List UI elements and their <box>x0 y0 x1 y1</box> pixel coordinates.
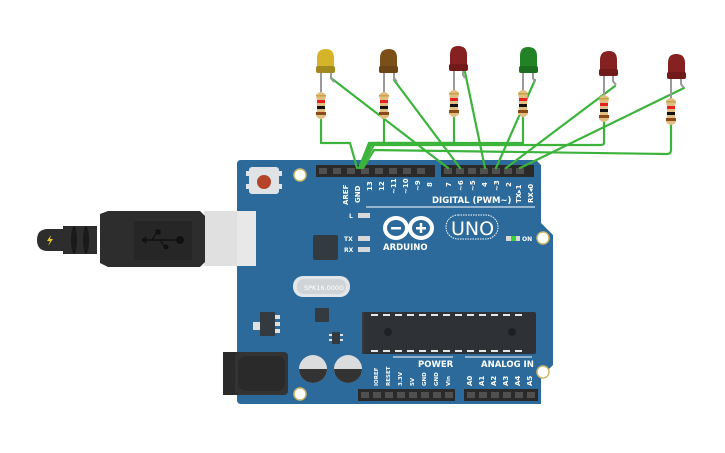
crystal-oscillator: SPK16.000G <box>293 276 350 297</box>
svg-text:SPK16.000G: SPK16.000G <box>304 284 344 292</box>
svg-text:A4: A4 <box>514 376 522 386</box>
small-chip <box>315 308 329 322</box>
pin-label: RX◂0 <box>527 184 535 203</box>
resistor[interactable] <box>599 95 609 122</box>
svg-text:3.3V: 3.3V <box>398 371 404 386</box>
wire-gnd <box>319 118 359 170</box>
led-red[interactable] <box>667 54 686 99</box>
lightning-icon <box>47 235 53 246</box>
mounting-hole <box>536 231 550 245</box>
svg-text:GND: GND <box>422 372 428 386</box>
wire-gnd <box>360 120 606 170</box>
svg-text:A2: A2 <box>490 376 498 386</box>
svg-text:A1: A1 <box>478 376 486 386</box>
wire-signal-pin-2 <box>518 86 686 170</box>
power-pin-labels: IOREF RESET 3.3V 5V GND GND Vin <box>374 366 452 386</box>
wire-signal-pin-7 <box>329 76 450 170</box>
wire-gnd <box>359 116 525 170</box>
pin-label: ~11 <box>390 178 398 194</box>
analog-header-label: ANALOG IN <box>481 360 534 370</box>
resistor[interactable] <box>449 90 459 117</box>
capacitor <box>299 355 327 383</box>
pin-label: AREF <box>342 184 350 205</box>
wire-signal-pin-3 <box>504 84 617 170</box>
resistor[interactable] <box>316 92 326 119</box>
pin-label: 7 <box>445 182 453 187</box>
wire-signal-pin-5 <box>463 70 487 170</box>
svg-text:A5: A5 <box>526 376 534 386</box>
pin-label: 12 <box>378 181 386 191</box>
power-on-indicator: ON <box>506 236 532 243</box>
pin-label: ~9 <box>414 180 422 191</box>
led-yellow[interactable] <box>316 49 335 92</box>
led-red[interactable] <box>449 46 468 90</box>
arduino-brand-text: ARDUINO <box>383 243 428 253</box>
pin-label: GND <box>354 185 362 203</box>
uno-badge: UNO <box>445 214 499 240</box>
indicator-leds: L TX RX <box>344 213 370 254</box>
wire-signal-pin-4 <box>494 78 537 170</box>
mounting-hole <box>536 365 550 379</box>
digital-header-left[interactable] <box>316 165 435 177</box>
svg-text:Vin: Vin <box>446 376 452 386</box>
dc-power-jack <box>223 352 288 395</box>
wire-gnd <box>361 123 673 170</box>
pin-label: ~3 <box>493 180 501 191</box>
pin-label: ~5 <box>469 180 477 191</box>
svg-text:GND: GND <box>434 372 440 386</box>
arduino-logo: ARDUINO <box>383 216 434 253</box>
pin-label: 8 <box>426 182 434 187</box>
arduino-board[interactable]: AREF GND 13 12 ~11 ~10 ~9 8 7 ~6 ~5 4 ~3… <box>223 160 553 404</box>
atmega-microcontroller <box>364 312 536 354</box>
pin-label: 2 <box>505 182 513 187</box>
usb-controller-chip <box>313 235 338 260</box>
usb-cable[interactable] <box>37 211 256 267</box>
reset-button[interactable] <box>246 167 282 194</box>
digital-header-label: DIGITAL (PWM~) <box>432 196 512 206</box>
mounting-hole <box>293 387 307 401</box>
power-header-label: POWER <box>418 360 454 370</box>
svg-text:UNO: UNO <box>451 218 494 240</box>
svg-text:TX: TX <box>344 236 353 243</box>
analog-header[interactable] <box>464 389 538 401</box>
pin-label: ~6 <box>457 180 465 191</box>
led-orange[interactable] <box>379 49 398 92</box>
svg-text:ON: ON <box>522 236 532 243</box>
digital-header-right[interactable] <box>441 165 534 177</box>
svg-text:A0: A0 <box>466 376 474 386</box>
wires <box>319 70 686 170</box>
usb-icon <box>141 229 184 250</box>
capacitor <box>334 355 362 383</box>
voltage-regulator <box>253 312 280 336</box>
svg-text:RX: RX <box>344 247 354 254</box>
power-header[interactable] <box>358 389 455 401</box>
svg-text:L: L <box>349 213 353 220</box>
pin-label: ~10 <box>402 178 410 194</box>
resistor[interactable] <box>379 92 389 119</box>
pin-label: 4 <box>481 182 489 187</box>
svg-text:RESET: RESET <box>386 366 392 386</box>
resistor[interactable] <box>518 90 528 117</box>
led-green[interactable] <box>519 47 538 92</box>
wire-signal-pin-6 <box>392 78 462 170</box>
resistor[interactable] <box>666 98 676 125</box>
pin-label: 13 <box>366 181 374 191</box>
mounting-hole <box>293 168 307 182</box>
svg-text:IOREF: IOREF <box>374 367 380 386</box>
svg-text:5V: 5V <box>410 377 416 386</box>
digital-pin-labels: AREF GND 13 12 ~11 ~10 ~9 8 7 ~6 ~5 4 ~3… <box>342 178 535 205</box>
svg-text:A3: A3 <box>502 376 510 386</box>
led-red[interactable] <box>599 51 618 96</box>
pin-label: TX▸1 <box>515 184 523 203</box>
analog-pin-labels: A0 A1 A2 A3 A4 A5 <box>466 376 534 386</box>
small-transistor <box>329 332 343 344</box>
